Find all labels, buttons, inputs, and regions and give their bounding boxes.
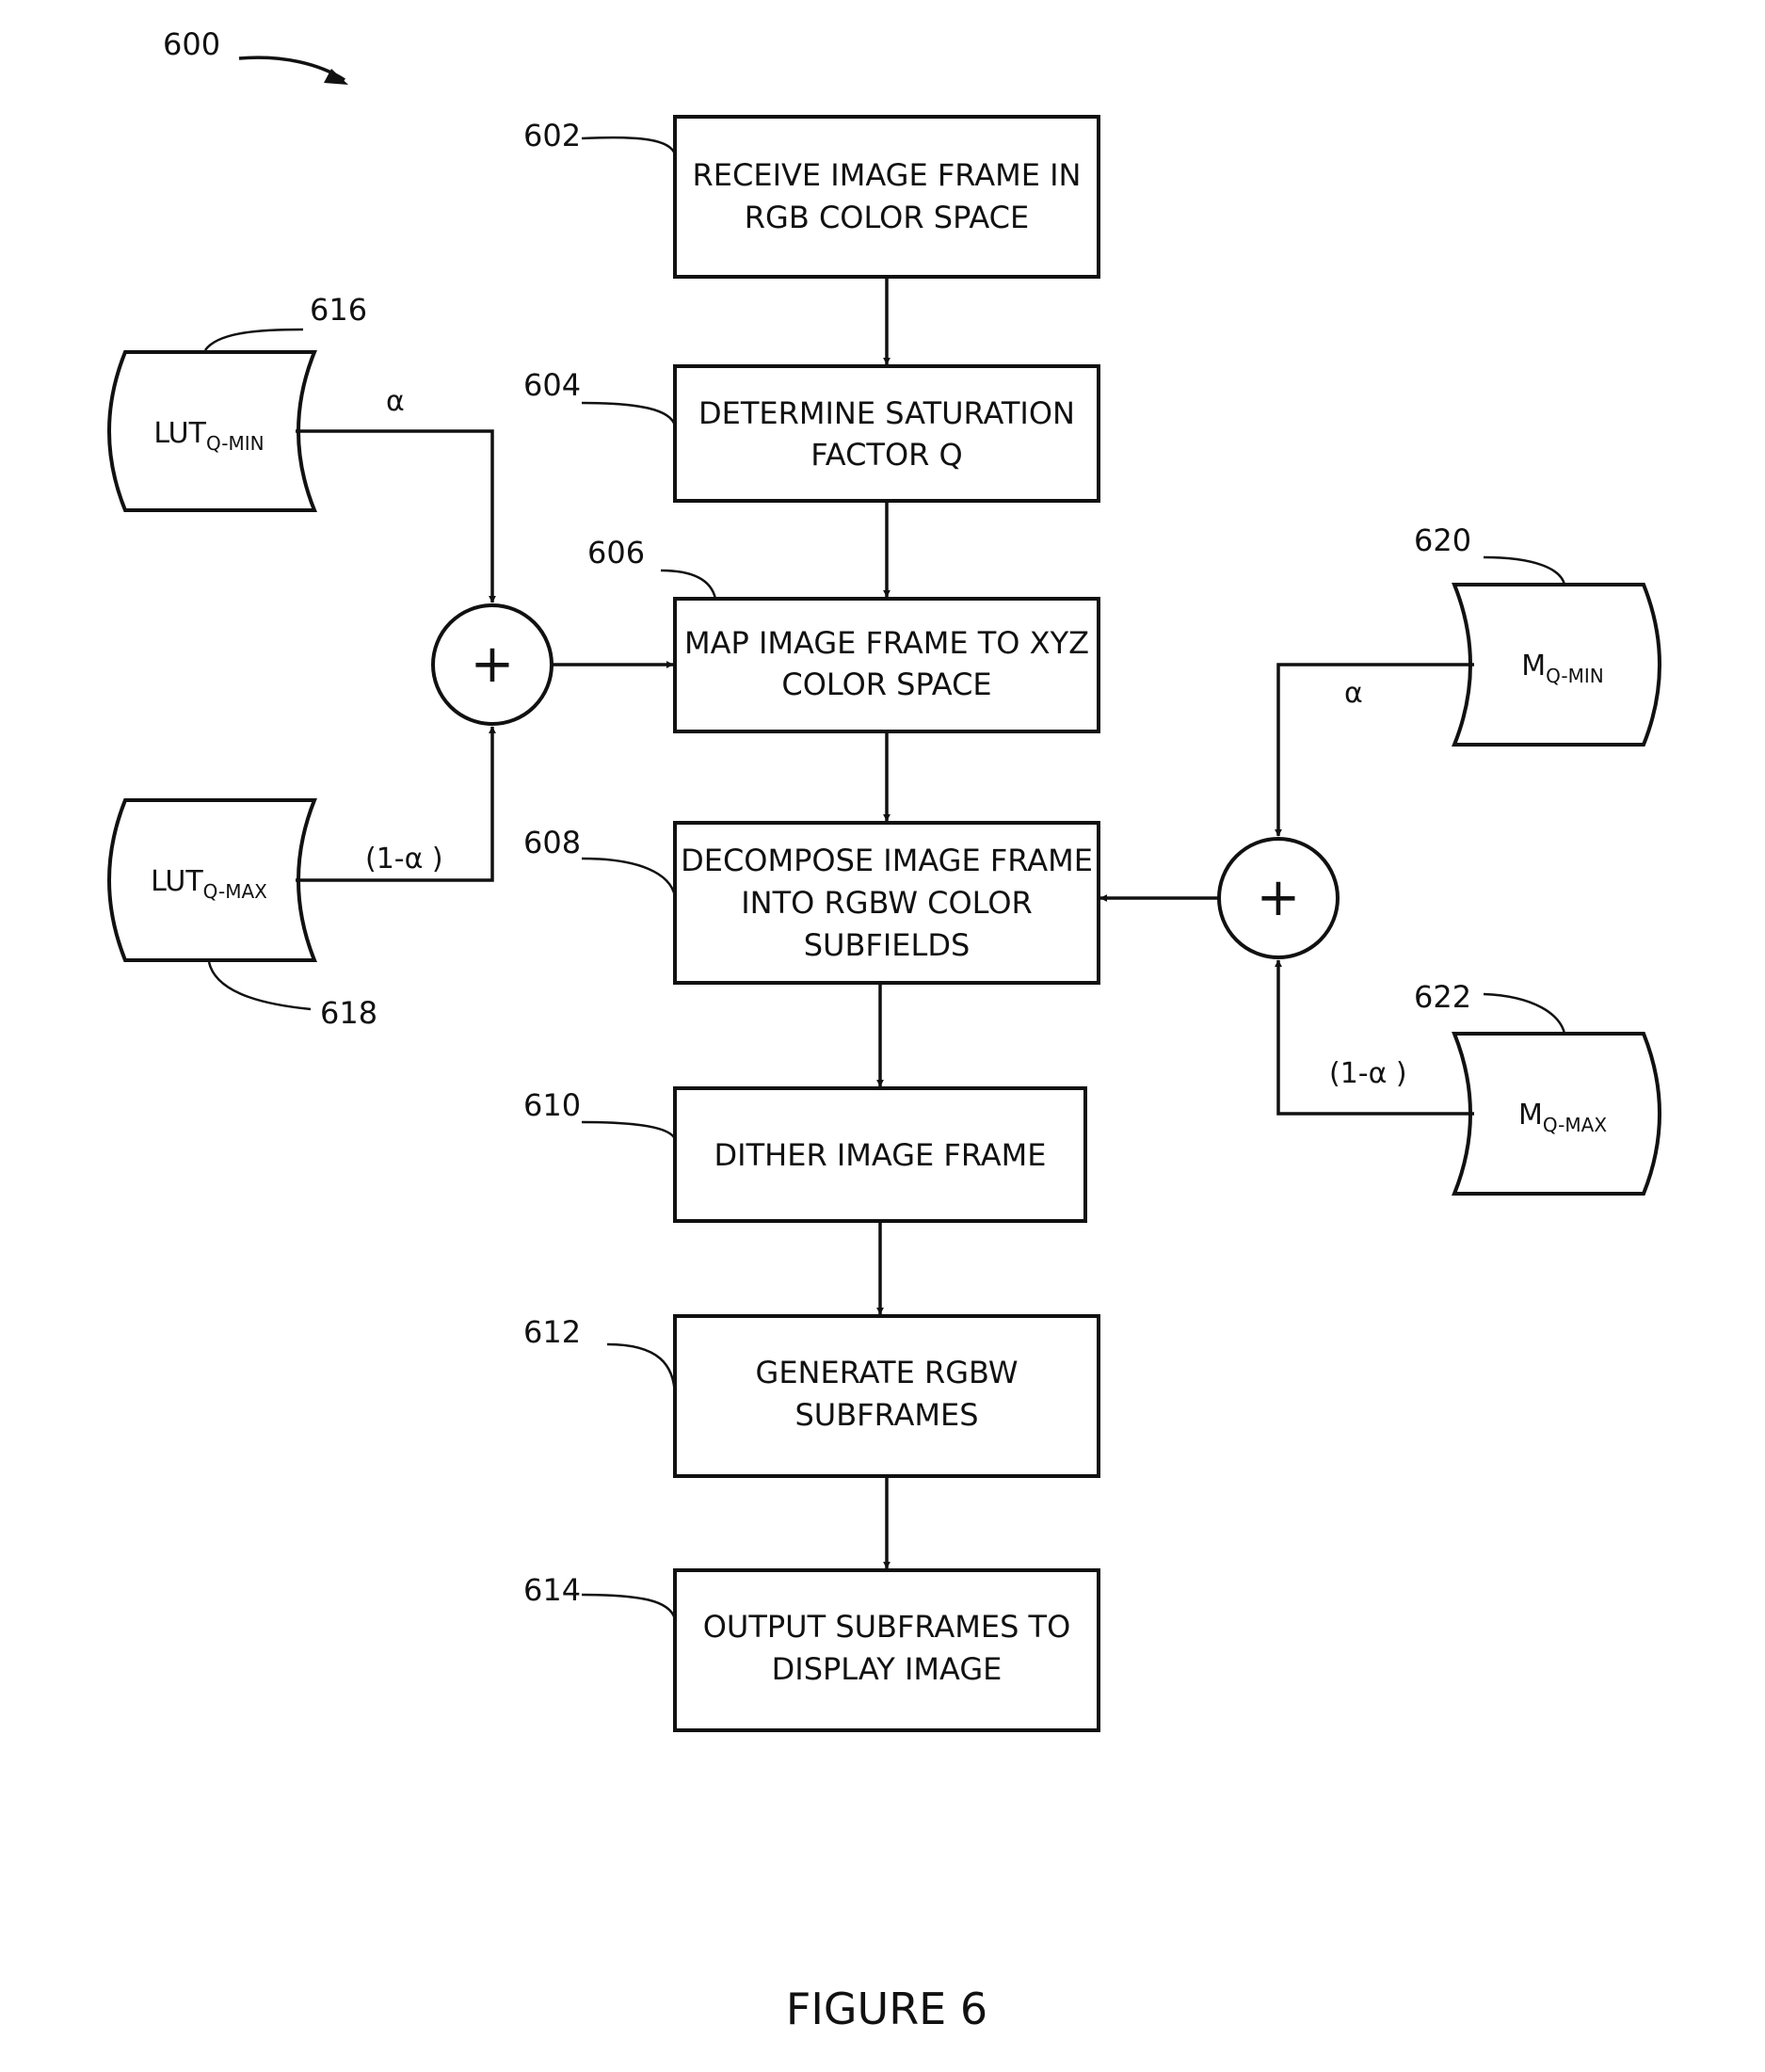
leader-608: [582, 859, 675, 896]
ref-610: 610: [523, 1087, 581, 1123]
left-one-minus-alpha-label: (1-α ): [365, 843, 443, 875]
ref-618: 618: [320, 995, 377, 1031]
step-612-line-1: GENERATE RGBW: [756, 1355, 1019, 1390]
figure-ref-label: 600: [163, 26, 220, 62]
leader-602: [582, 137, 675, 154]
store-618: LUTQ-MAX: [109, 800, 314, 960]
leader-612: [607, 1344, 675, 1395]
right-sum-symbol: +: [1257, 867, 1301, 928]
ref-612: 612: [523, 1314, 581, 1350]
step-604: DETERMINE SATURATION FACTOR Q: [675, 366, 1099, 501]
step-612: GENERATE RGBW SUBFRAMES: [675, 1316, 1099, 1476]
right-one-minus-alpha-label: (1-α ): [1329, 1057, 1407, 1090]
step-612-box: [675, 1316, 1099, 1476]
step-602-line-2: RGB COLOR SPACE: [745, 200, 1029, 235]
step-610: DITHER IMAGE FRAME: [675, 1088, 1085, 1221]
step-614: OUTPUT SUBFRAMES TO DISPLAY IMAGE: [675, 1570, 1099, 1730]
connector-616-to-left-sum: [296, 431, 492, 602]
store-620: MQ-MIN: [1454, 585, 1660, 745]
leader-620: [1484, 557, 1564, 585]
leader-610: [582, 1122, 675, 1139]
step-608-line-3: SUBFIELDS: [804, 927, 971, 963]
step-610-line-1: DITHER IMAGE FRAME: [714, 1137, 1047, 1173]
left-sum-symbol: +: [471, 634, 515, 695]
figure-caption: FIGURE 6: [786, 1984, 987, 2034]
step-608-line-2: INTO RGBW COLOR: [741, 885, 1033, 921]
leader-616: [205, 329, 303, 350]
step-606: MAP IMAGE FRAME TO XYZ COLOR SPACE: [675, 599, 1099, 731]
step-604-line-1: DETERMINE SATURATION: [698, 395, 1075, 431]
connector-620-to-right-sum: [1278, 665, 1474, 836]
step-612-line-2: SUBFRAMES: [794, 1397, 978, 1433]
ref-606: 606: [587, 535, 645, 570]
store-616: LUTQ-MIN: [109, 352, 314, 510]
ref-620: 620: [1414, 522, 1471, 558]
leader-606: [661, 570, 715, 599]
step-602-box: [675, 117, 1099, 277]
step-608: DECOMPOSE IMAGE FRAME INTO RGBW COLOR SU…: [675, 823, 1099, 983]
step-614-line-2: DISPLAY IMAGE: [772, 1651, 1003, 1687]
step-614-box: [675, 1570, 1099, 1730]
leader-604: [582, 403, 675, 426]
leader-614: [582, 1595, 675, 1619]
step-604-box: [675, 366, 1099, 501]
ref-622: 622: [1414, 979, 1471, 1015]
step-606-line-2: COLOR SPACE: [781, 667, 991, 702]
ref-608: 608: [523, 825, 581, 860]
step-614-line-1: OUTPUT SUBFRAMES TO: [703, 1609, 1071, 1645]
ref-614: 614: [523, 1572, 581, 1608]
ref-604: 604: [523, 367, 581, 403]
step-608-line-1: DECOMPOSE IMAGE FRAME: [681, 843, 1093, 878]
step-602-line-1: RECEIVE IMAGE FRAME IN: [693, 157, 1082, 193]
leader-618: [209, 962, 311, 1009]
step-604-line-2: FACTOR Q: [810, 437, 962, 473]
ref-602: 602: [523, 118, 581, 153]
store-616-shape: [109, 352, 314, 510]
step-606-line-1: MAP IMAGE FRAME TO XYZ: [684, 625, 1089, 661]
ref-616: 616: [310, 292, 367, 328]
step-602: RECEIVE IMAGE FRAME IN RGB COLOR SPACE: [675, 117, 1099, 277]
step-606-box: [675, 599, 1099, 731]
store-622: MQ-MAX: [1454, 1034, 1660, 1194]
leader-622: [1484, 994, 1564, 1034]
left-alpha-label: α: [386, 385, 405, 418]
right-alpha-label: α: [1344, 677, 1363, 710]
